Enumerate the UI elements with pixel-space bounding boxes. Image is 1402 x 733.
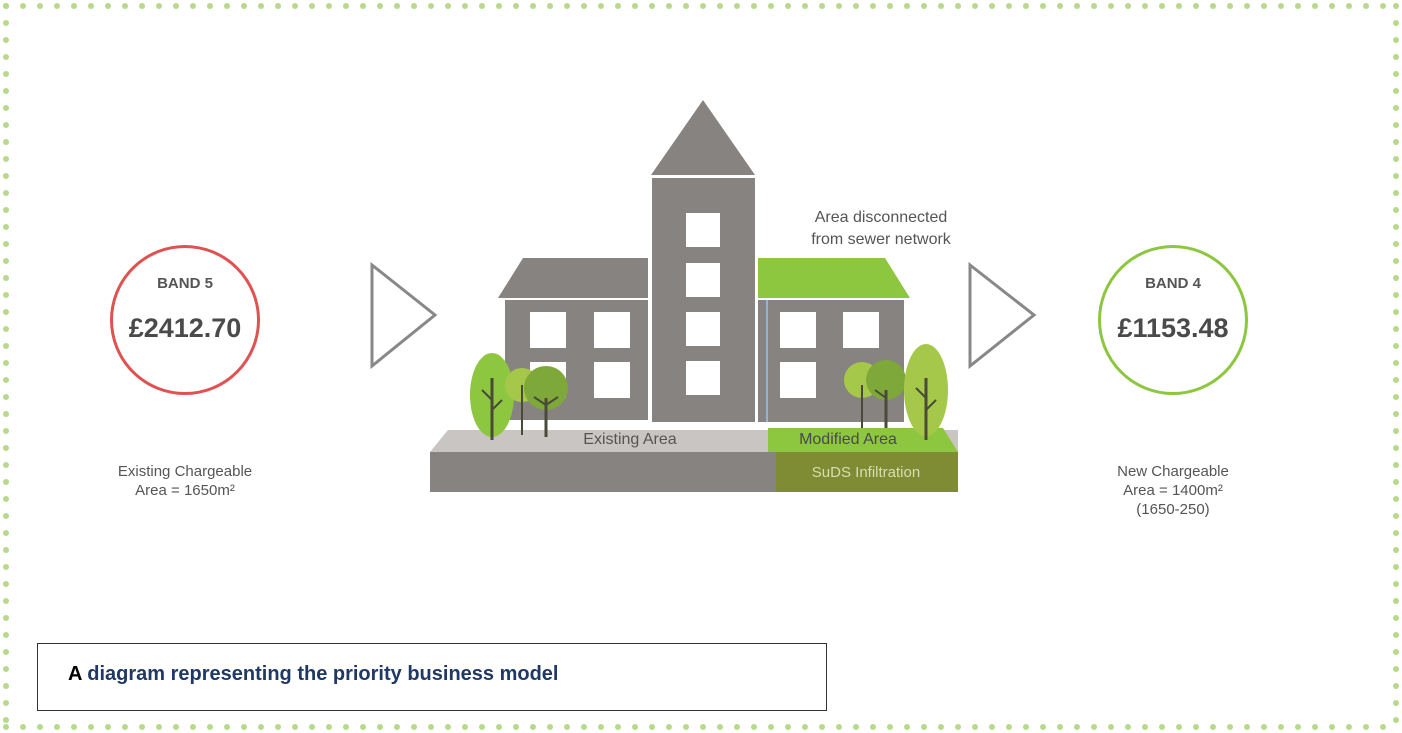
window <box>843 312 879 348</box>
band-label: BAND 4 <box>1145 275 1201 292</box>
left-wing-roof <box>498 258 648 298</box>
window <box>780 312 816 348</box>
disconnected-area-note: Area disconnected from sewer network <box>766 207 996 251</box>
left-arrow-icon <box>370 261 438 370</box>
window <box>686 263 720 297</box>
band-label: BAND 5 <box>157 275 213 292</box>
note-line: Area = 1650m² <box>135 482 235 499</box>
caption-lead: A <box>68 663 82 685</box>
caption-box: A diagram representing the priority busi… <box>37 643 827 711</box>
green-roof <box>758 258 910 298</box>
band-4-circle: BAND 4 £1153.48 <box>1098 245 1248 395</box>
band-amount: £1153.48 <box>1117 313 1229 343</box>
caption-rest: diagram representing the priority busine… <box>81 663 559 685</box>
new-chargeable-note: New Chargeable Area = 1400m² (1650-250) <box>1078 462 1268 519</box>
note-line: New Chargeable <box>1117 463 1229 480</box>
window <box>530 312 566 348</box>
band-amount: £2412.70 <box>128 313 242 343</box>
tree-icon <box>866 360 906 428</box>
tree-icon <box>470 353 514 440</box>
existing-chargeable-note: Existing Chargeable Area = 1650m² <box>90 462 280 500</box>
tower-roof <box>651 100 755 175</box>
note-line: (1650-250) <box>1136 501 1210 518</box>
suds-infiltration-block <box>776 452 958 492</box>
modified-area-slab <box>768 428 958 452</box>
window <box>594 362 630 398</box>
window <box>686 213 720 247</box>
window <box>686 361 720 395</box>
tree-icon <box>904 344 948 440</box>
modified-area-label: Modified Area <box>799 431 897 448</box>
band-5-circle: BAND 5 £2412.70 <box>110 245 260 395</box>
window <box>686 312 720 346</box>
note-line: Area disconnected <box>814 209 948 226</box>
existing-area-label: Existing Area <box>583 431 676 448</box>
suds-label: SuDS Infiltration <box>812 464 920 481</box>
tree-icon <box>524 366 568 437</box>
note-line: Area = 1400m² <box>1123 482 1223 499</box>
note-line: from sewer network <box>811 231 951 248</box>
window <box>780 362 816 398</box>
caption: A diagram representing the priority busi… <box>68 663 558 686</box>
window <box>594 312 630 348</box>
right-arrow-icon <box>968 261 1037 370</box>
note-line: Existing Chargeable <box>117 463 253 480</box>
